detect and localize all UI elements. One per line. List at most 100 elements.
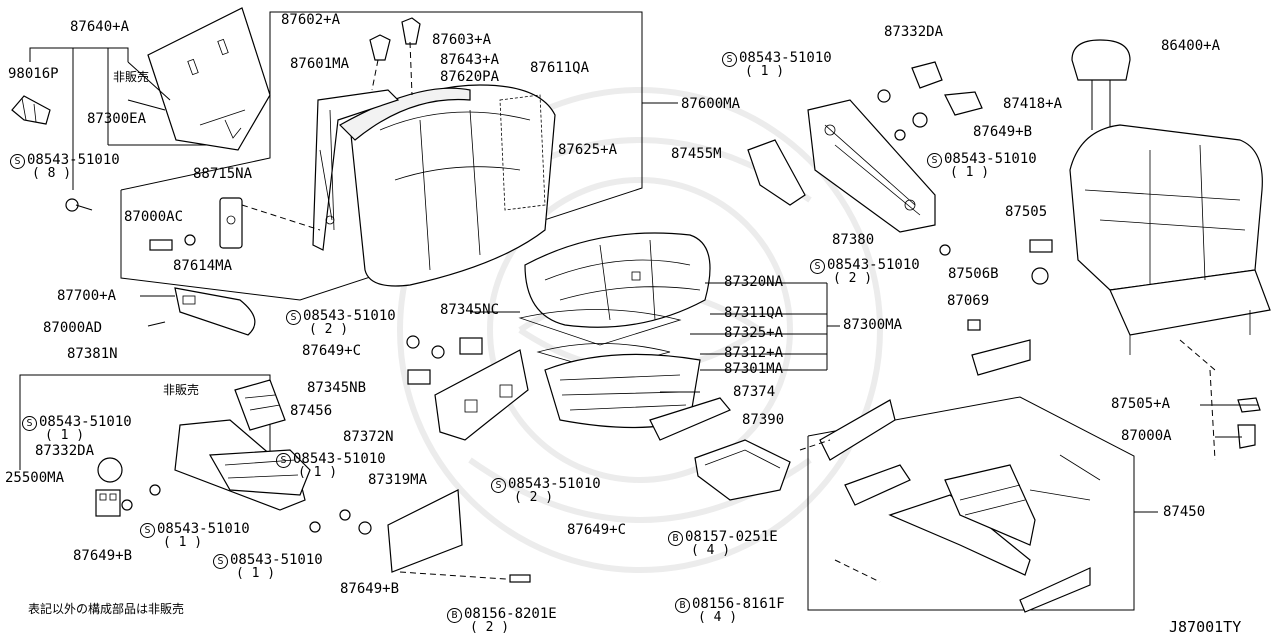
label-87600ma: 87600MA bbox=[681, 96, 741, 112]
label-87300ma: 87300MA bbox=[843, 317, 903, 333]
seat-cushion-87320na bbox=[524, 232, 711, 328]
label-25500ma: 25500MA bbox=[5, 470, 65, 486]
seatback-cushion bbox=[339, 84, 556, 287]
label-87649b-left: 87649+B bbox=[73, 548, 133, 564]
label-87000ac: 87000AC bbox=[124, 209, 184, 225]
qty-10: ( 2 ) bbox=[833, 271, 873, 286]
clip-98016p bbox=[11, 95, 51, 125]
bracket-87455m bbox=[747, 139, 806, 206]
qty-9: ( 1 ) bbox=[950, 165, 990, 180]
seat-slide-box-87450 bbox=[807, 396, 1158, 611]
label-87649b-right: 87649+B bbox=[973, 124, 1033, 140]
label-87380: 87380 bbox=[832, 232, 875, 248]
label-87320na: 87320NA bbox=[724, 274, 784, 290]
seat-cushion-frame-87374 bbox=[649, 397, 731, 441]
back-board-panel bbox=[147, 7, 271, 151]
label-87000a: 87000A bbox=[1121, 428, 1172, 444]
label-87506b: 87506B bbox=[948, 266, 999, 282]
label-87418a: 87418+A bbox=[1003, 96, 1063, 112]
knob-parts bbox=[95, 457, 372, 535]
label-87345nc: 87345NC bbox=[440, 302, 500, 318]
screw-circle-mark: S bbox=[10, 154, 25, 169]
label-87319ma: 87319MA bbox=[368, 472, 428, 488]
label-87601ma: 87601MA bbox=[290, 56, 350, 72]
seat-cushion-bracket bbox=[690, 282, 840, 371]
label-87374: 87374 bbox=[733, 384, 776, 400]
qty-8: ( 1 ) bbox=[745, 64, 785, 79]
not-sold-note-left: 非販売 bbox=[163, 383, 200, 397]
label-87625a: 87625+A bbox=[558, 142, 618, 158]
label-87455m: 87455M bbox=[671, 146, 722, 162]
qty-7: ( 2 ) bbox=[514, 490, 554, 505]
leader-lines-misc bbox=[127, 61, 1258, 461]
seat-cover-panel-87372n bbox=[406, 335, 529, 441]
side-cover-87700a bbox=[140, 287, 256, 336]
bolt-87000ac bbox=[149, 234, 196, 251]
screw-left-top bbox=[65, 198, 93, 212]
headrest-guides bbox=[369, 17, 421, 96]
label-87602a: 87602+A bbox=[281, 12, 341, 28]
label-87325a: 87325+A bbox=[724, 325, 784, 341]
seat-pad-layers bbox=[518, 309, 701, 429]
label-87640a: 87640+A bbox=[70, 19, 130, 35]
label-87611qa: 87611QA bbox=[530, 60, 590, 76]
bracket-87456 bbox=[234, 379, 286, 431]
label-87372n: 87372N bbox=[343, 429, 394, 445]
qty-b1: ( 2 ) bbox=[470, 620, 510, 635]
label-98016p: 98016P bbox=[8, 66, 59, 82]
knob-right-parts bbox=[877, 61, 983, 256]
seat-slide-rails bbox=[799, 399, 1101, 613]
diagram-code: J87001TY bbox=[1169, 618, 1242, 636]
lumbar-mat bbox=[499, 94, 546, 211]
label-87390: 87390 bbox=[742, 412, 785, 428]
label-87620pa: 87620PA bbox=[440, 69, 500, 85]
label-87300ea: 87300EA bbox=[87, 111, 147, 127]
label-87312a: 87312+A bbox=[724, 345, 784, 361]
panel-87319ma bbox=[387, 489, 531, 583]
label-87505a: 87505+A bbox=[1111, 396, 1171, 412]
label-87301ma: 87301MA bbox=[724, 361, 784, 377]
label-87332da-right: 87332DA bbox=[884, 24, 944, 40]
label-87000ad: 87000AD bbox=[43, 320, 103, 336]
label-87603a: 87603+A bbox=[432, 32, 492, 48]
bracket-87640a-leader bbox=[29, 47, 210, 190]
recliner-unit-88715na bbox=[219, 197, 321, 249]
qty-6: ( 2 ) bbox=[309, 322, 349, 337]
label-87345nb: 87345NB bbox=[307, 380, 367, 396]
seat-assembly-86400a bbox=[1069, 39, 1271, 371]
qty-b3: ( 4 ) bbox=[698, 610, 738, 625]
footnote-not-sold: 表記以外の構成部品は非販売 bbox=[28, 602, 185, 616]
label-87069: 87069 bbox=[947, 293, 990, 309]
label-87332da-left: 87332DA bbox=[35, 443, 95, 459]
label-87456: 87456 bbox=[290, 403, 333, 419]
qty-4: ( 1 ) bbox=[163, 535, 203, 550]
qty-1: ( 8 ) bbox=[32, 166, 72, 181]
label-87505: 87505 bbox=[1005, 204, 1048, 220]
seat-side-frame-87380 bbox=[807, 99, 936, 233]
label-88715na: 88715NA bbox=[193, 166, 253, 182]
label-87643a: 87643+A bbox=[440, 52, 500, 68]
label-87450: 87450 bbox=[1163, 504, 1206, 520]
seatback-frame bbox=[312, 89, 400, 251]
label-87649c-1: 87649+C bbox=[302, 343, 362, 359]
label-87649c-2: 87649+C bbox=[567, 522, 627, 538]
label-87614ma: 87614MA bbox=[173, 258, 233, 274]
label-87649b-bottom: 87649+B bbox=[340, 581, 400, 597]
qty-5: ( 1 ) bbox=[236, 566, 276, 581]
label-87311qa: 87311QA bbox=[724, 305, 784, 321]
